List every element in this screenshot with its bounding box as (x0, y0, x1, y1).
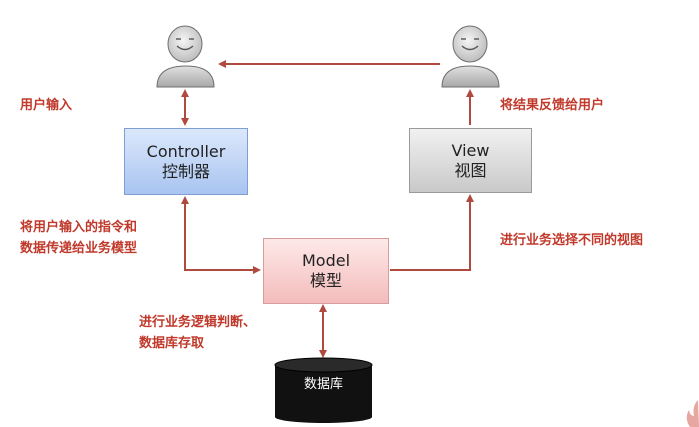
view-subtitle: 视图 (454, 160, 487, 180)
database-cylinder (274, 357, 373, 423)
controller-subtitle: 控制器 (161, 161, 210, 181)
controller-title: Controller (146, 141, 226, 161)
label-model-work-line1: 进行业务逻辑判断、 (139, 315, 257, 330)
user-icon-right (441, 25, 500, 88)
model-box: Model 模型 (263, 238, 389, 304)
label-model-work-line2: 数据库存取 (139, 336, 205, 351)
user-icon-left (156, 25, 215, 88)
label-user-input: 用户输入 (20, 98, 73, 113)
database-label: 数据库 (303, 377, 343, 392)
label-select-view: 进行业务选择不同的视图 (500, 233, 644, 248)
label-pass-to-model-line1: 将用户输入的指令和 (20, 220, 138, 235)
flame-icon (686, 400, 699, 427)
view-box: View 视图 (409, 128, 532, 193)
controller-box: Controller 控制器 (124, 128, 248, 195)
arrow-model-view (390, 194, 474, 271)
view-title: View (451, 140, 490, 160)
label-pass-to-model-line2: 数据传递给业务模型 (20, 241, 138, 256)
model-title: Model (301, 251, 351, 270)
label-feedback-to-user: 将结果反馈给用户 (500, 98, 605, 113)
model-subtitle: 模型 (309, 271, 342, 290)
arrow-controller-model (181, 196, 261, 274)
